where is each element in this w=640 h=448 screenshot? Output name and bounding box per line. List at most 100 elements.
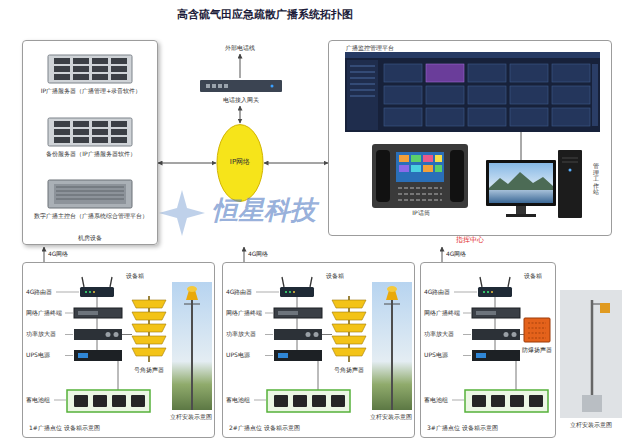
server-label-box-text: IP广播服务器（广播管理+录音软件）: [27, 87, 155, 95]
text-holder: 备份服务器（IP广播服务器软件）: [27, 150, 155, 158]
gateway-picture-part: [200, 80, 282, 92]
connector: [240, 106, 241, 123]
gateway-picture-part: [206, 84, 210, 88]
command-center-panel-text: 指挥中心: [329, 236, 611, 245]
gateway-picture-part: [212, 84, 216, 88]
gateway-picture: [200, 54, 282, 92]
network-label-box: 4G网络: [48, 250, 88, 258]
workstation-text: 管理工作站: [593, 163, 599, 196]
microphone-console-picture-part: [399, 165, 409, 172]
title-box: 高含硫气田应急疏散广播系统拓扑图: [140, 8, 390, 22]
speaker-label: 号角扬声器: [326, 366, 371, 374]
monitoring-screen-picture-part: [552, 108, 590, 126]
microphone-console-picture-part: [411, 165, 421, 172]
box-label: 设备箱: [326, 272, 356, 280]
server-label-box-text: 备份服务器（IP广播服务器软件）: [27, 150, 155, 158]
connector: [264, 163, 328, 164]
workstation-picture: [486, 150, 582, 218]
network-label: 4G网络: [48, 250, 88, 258]
server-picture: [48, 55, 132, 83]
microphone-console-picture-part: [372, 144, 468, 208]
workstation-picture-part: [506, 214, 536, 217]
monitoring-screen-picture-part: [468, 86, 506, 104]
microphone-console-picture-part: [376, 150, 390, 202]
device-label-box: UPS电源: [424, 351, 464, 359]
battery-label-box: 蓄电池组: [226, 396, 256, 404]
gateway-picture-part: [240, 54, 241, 78]
microphone-console-picture-part: [398, 188, 442, 200]
text-holder: 指挥中心: [329, 236, 611, 245]
device-label-box: UPS电源: [226, 351, 266, 359]
microphone-console-picture-part: [435, 155, 442, 162]
workstation-picture-part: [489, 163, 553, 203]
network-ellipse: IP网络: [216, 123, 264, 203]
console-server-label-box-text: 数字广播主控台（广播系统综合管理平台）: [27, 212, 155, 220]
console-server-picture-part: [56, 187, 124, 199]
horn-speaker-array: [326, 296, 366, 362]
battery-label: 蓄电池组: [26, 396, 56, 404]
text-holder: IP话筒: [373, 209, 469, 217]
device-label-box: 功率放大器: [424, 330, 464, 338]
microphone-console-picture-part: [435, 165, 442, 172]
photo-caption: 立杆安装示意图: [169, 413, 213, 421]
box-label-box: 设备箱: [326, 272, 356, 280]
pole-photo-part: [560, 290, 622, 418]
device-label: 网络广播终端: [424, 309, 464, 317]
pole-photo: [172, 282, 212, 410]
monitoring-screen-picture-part: [426, 64, 464, 82]
network-label-box: 4G网络: [248, 250, 288, 258]
monitoring-screen-picture-part: [350, 66, 375, 96]
server-picture: [48, 118, 132, 146]
text-holder: 管理工作站: [593, 163, 599, 196]
pole-photo: [372, 282, 412, 410]
microphone-console-picture-part: [423, 165, 433, 172]
equipment-room-panel: IP广播服务器（广播管理+录音软件） 备份服务器（IP广播服务器软件） 数字广播主控…: [22, 40, 158, 245]
monitoring-screen-picture-part: [347, 60, 378, 130]
monitoring-screen-picture-part: [468, 64, 506, 82]
console-server-picture: [48, 180, 132, 208]
ip-microphone-console-text: IP话筒: [373, 209, 469, 217]
text-holder: 电话接入网关: [196, 96, 286, 104]
diagram-title: 高含硫气田应急疏散广播系统拓扑图: [140, 8, 390, 22]
workstation-picture-part: [516, 206, 526, 214]
equipment-stack: [44, 247, 150, 412]
pole-photo-part: [591, 300, 594, 405]
microphone-console-picture-part: [396, 152, 444, 182]
monitoring-screen-picture-part: [345, 52, 600, 58]
device-label: 4G路由器: [26, 288, 66, 296]
speaker-label-box: 号角扬声器: [126, 366, 171, 374]
text-holder: 3#广播点位 设备箱示意图: [427, 424, 547, 432]
microphone-console-picture: [372, 144, 468, 208]
speaker-label: 号角扬声器: [126, 366, 171, 374]
equipment-stack: [244, 247, 350, 412]
equipment-room-panel-text: 机房设备: [23, 234, 157, 242]
ellipse-shape: [217, 125, 263, 202]
network-label-box: 4G网络: [446, 250, 486, 258]
device-label: UPS电源: [26, 351, 66, 359]
monitoring-screen-picture-part: [384, 64, 422, 82]
server-label-box: 备份服务器（IP广播服务器软件）: [27, 150, 155, 158]
console-server-picture-part: [54, 184, 126, 204]
server-label-box: IP广播服务器（广播管理+录音软件）: [27, 87, 155, 95]
explosion-proof-speaker: [524, 318, 550, 342]
broadcast-point-panel-text: 1#广播点位 设备箱示意图: [29, 424, 149, 432]
device-label: 功率放大器: [424, 330, 464, 338]
box-label-box: 设备箱: [126, 272, 156, 280]
monitoring-screen-picture-part: [552, 64, 590, 82]
gateway-picture-part: [218, 84, 222, 88]
text-holder: IP网络: [216, 158, 264, 167]
device-label-box: 功率放大器: [26, 330, 66, 338]
ip-microphone-console: IP话筒: [373, 145, 469, 219]
box-label: 设备箱: [126, 272, 156, 280]
photo-caption: 立杆安装示意图: [369, 413, 413, 421]
gateway-picture-part: [224, 84, 228, 88]
workstation-picture-part: [486, 160, 556, 206]
microphone-console-picture-part: [423, 155, 433, 162]
device-label: 网络广播终端: [26, 309, 66, 317]
monitor-screen: 广播监控管理平台: [346, 53, 601, 133]
battery-label: 蓄电池组: [424, 396, 454, 404]
gateway-picture-part: [271, 85, 274, 88]
device-label-box: 4G路由器: [424, 288, 464, 296]
monitoring-screen-picture-part: [510, 86, 548, 104]
